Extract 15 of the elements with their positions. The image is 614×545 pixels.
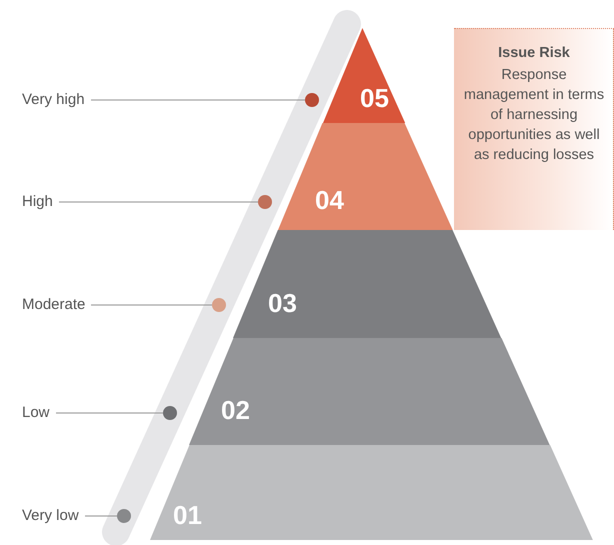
callout-panel — [454, 28, 614, 230]
tier-number: 01 — [172, 500, 202, 530]
callout-text: Response management in terms of harnessing opportunities as well as reducing losses — [462, 66, 606, 165]
level-label: Very high — [22, 90, 85, 110]
leader-line — [90, 304, 212, 306]
callout-heading: Issue Risk — [497, 44, 571, 63]
level-label: High — [22, 192, 53, 212]
tier-number: 04 — [314, 185, 344, 215]
tier-number: 02 — [220, 395, 250, 425]
level-label: Very low — [22, 506, 79, 526]
level-label: Low — [22, 403, 50, 423]
tier-number: 03 — [268, 288, 297, 318]
level-label: Moderate — [22, 295, 86, 315]
tier-number: 05 — [360, 83, 389, 113]
leader-line — [56, 412, 164, 414]
